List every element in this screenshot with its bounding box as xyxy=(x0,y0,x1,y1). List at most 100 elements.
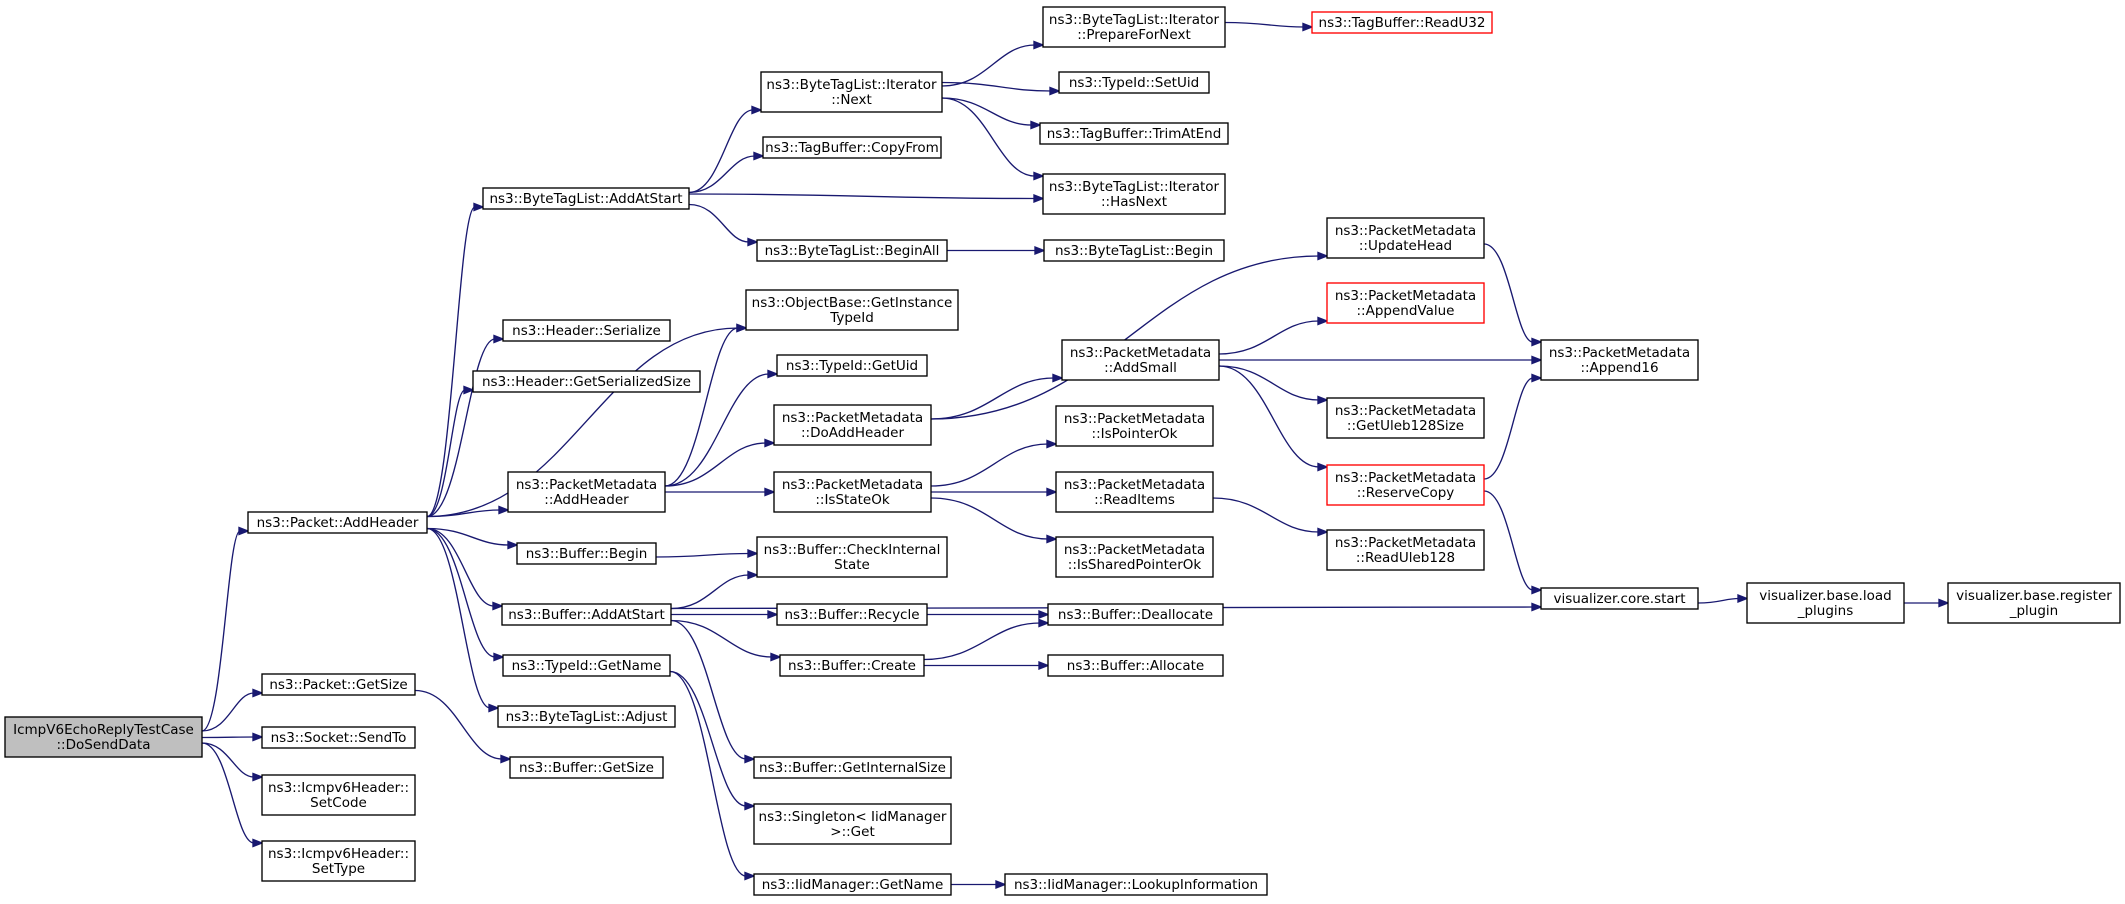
arrowhead-icon xyxy=(736,323,748,333)
node-vis-register-plugin[interactable]: visualizer.base.register_plugin xyxy=(1947,582,2121,624)
node-label: ns3::PacketMetadata xyxy=(1064,411,1205,427)
node-tb-copyfrom[interactable]: ns3::TagBuffer::CopyFrom xyxy=(762,136,942,159)
node-label: ::AddSmall xyxy=(1104,360,1177,376)
arrowhead-icon xyxy=(767,369,779,379)
node-icmp-settype[interactable]: ns3::Icmpv6Header::SetType xyxy=(261,840,416,882)
arrowhead-icon xyxy=(252,732,264,742)
edge-pkt-addheader-to-tid-getname xyxy=(426,527,505,662)
node-pm-issharedpointerok[interactable]: ns3::PacketMetadata::IsSharedPointerOk xyxy=(1055,536,1214,578)
node-label: ns3::TypeId::GetUid xyxy=(786,358,918,374)
node-box xyxy=(502,319,671,342)
edge-pm-isstateok-to-pm-issharedpointerok xyxy=(930,497,1058,544)
node-box xyxy=(1326,464,1485,506)
edge-btl-beginall-to-btl-begin xyxy=(946,246,1046,255)
edge-buf-addatstart-to-buf-checkinternal xyxy=(670,570,759,610)
node-sock-sendto[interactable]: ns3::Socket::SendTo xyxy=(261,726,416,749)
arrowhead-icon xyxy=(1033,194,1045,203)
arrowhead-icon xyxy=(744,801,756,811)
node-buf-recycle[interactable]: ns3::Buffer::Recycle xyxy=(776,603,928,626)
arrowhead-icon xyxy=(1531,355,1543,365)
node-iid-getname[interactable]: ns3::IidManager::GetName xyxy=(753,873,952,896)
edge-line xyxy=(426,338,496,518)
node-tb-trimatend[interactable]: ns3::TagBuffer::TrimAtEnd xyxy=(1039,122,1229,145)
node-label: ::IsPointerOk xyxy=(1092,426,1178,442)
edge-tid-getname-to-singleton-get xyxy=(669,670,756,811)
node-btl-addatstart[interactable]: ns3::ByteTagList::AddAtStart xyxy=(482,187,690,210)
node-buf-allocate[interactable]: ns3::Buffer::Allocate xyxy=(1047,654,1224,677)
edge-line xyxy=(930,377,1055,420)
node-buf-deallocate[interactable]: ns3::Buffer::Deallocate xyxy=(1047,603,1224,626)
edge-line xyxy=(669,670,747,877)
arrowhead-icon xyxy=(1046,534,1058,544)
node-iid-lookupinfo[interactable]: ns3::IidManager::LookupInformation xyxy=(1004,873,1268,896)
edge-line xyxy=(664,442,767,487)
node-pm-addheader[interactable]: ns3::PacketMetadata::AddHeader xyxy=(507,471,666,513)
arrowhead-icon xyxy=(500,754,512,764)
node-btli-preparefornext[interactable]: ns3::ByteTagList::Iterator::PrepareForNe… xyxy=(1042,6,1226,48)
node-tid-getname[interactable]: ns3::TypeId::GetName xyxy=(502,654,671,677)
node-buf-addatstart[interactable]: ns3::Buffer::AddAtStart xyxy=(501,603,672,626)
node-pm-readuleb[interactable]: ns3::PacketMetadata::ReadUleb128 xyxy=(1326,529,1485,571)
node-label: ns3::PacketMetadata xyxy=(1335,470,1476,486)
node-label: ns3::TypeId::SetUid xyxy=(1069,75,1199,91)
node-label: ns3::Buffer::GetInternalSize xyxy=(759,760,946,776)
node-singleton-get[interactable]: ns3::Singleton< IidManager>::Get xyxy=(753,803,952,845)
arrowhead-icon xyxy=(493,652,505,662)
node-label: ns3::PacketMetadata xyxy=(1335,223,1476,239)
node-label: ns3::ByteTagList::BeginAll xyxy=(765,243,940,259)
edge-iid-getname-to-iid-lookupinfo xyxy=(951,880,1007,889)
node-icmp-setcode[interactable]: ns3::Icmpv6Header::SetCode xyxy=(261,774,416,816)
edge-line xyxy=(1483,490,1534,591)
node-pm-updatehead[interactable]: ns3::PacketMetadata::UpdateHead xyxy=(1326,217,1485,259)
node-label: ::AppendValue xyxy=(1357,303,1455,319)
node-btli-next[interactable]: ns3::ByteTagList::Iterator::Next xyxy=(760,71,943,113)
node-btl-adjust[interactable]: ns3::ByteTagList::Adjust xyxy=(497,705,676,728)
node-hdr-getser[interactable]: ns3::Header::GetSerializedSize xyxy=(472,370,701,393)
node-btl-beginall[interactable]: ns3::ByteTagList::BeginAll xyxy=(756,239,948,262)
node-pkt-addheader[interactable]: ns3::Packet::AddHeader xyxy=(247,511,428,534)
node-pm-readitems[interactable]: ns3::PacketMetadata::ReadItems xyxy=(1055,471,1214,513)
node-label: ::AddHeader xyxy=(544,492,629,508)
node-label: ::GetUleb128Size xyxy=(1347,418,1464,434)
node-btli-hasnext[interactable]: ns3::ByteTagList::Iterator::HasNext xyxy=(1042,173,1226,215)
node-pm-isstateok[interactable]: ns3::PacketMetadata::IsStateOk xyxy=(773,471,932,513)
node-label: ::ReserveCopy xyxy=(1357,485,1455,501)
node-pm-getuleb[interactable]: ns3::PacketMetadata::GetUleb128Size xyxy=(1326,397,1485,439)
node-btl-begin[interactable]: ns3::ByteTagList::Begin xyxy=(1043,239,1225,262)
edge-root-to-pkt-addheader xyxy=(201,526,250,732)
node-box xyxy=(516,542,657,565)
node-tb-readu32[interactable]: ns3::TagBuffer::ReadU32 xyxy=(1311,11,1493,34)
node-tid-getuid[interactable]: ns3::TypeId::GetUid xyxy=(776,354,928,377)
arrowhead-icon xyxy=(498,505,510,515)
node-root[interactable]: IcmpV6EchoReplyTestCase::DoSendData xyxy=(4,716,203,758)
edge-line xyxy=(941,44,1036,87)
arrowhead-icon xyxy=(1317,527,1329,537)
node-buf-create[interactable]: ns3::Buffer::Create xyxy=(779,654,925,677)
node-pm-appendvalue[interactable]: ns3::PacketMetadata::AppendValue xyxy=(1326,282,1485,324)
node-tid-setuid[interactable]: ns3::TypeId::SetUid xyxy=(1058,71,1210,94)
node-pm-doaddheader[interactable]: ns3::PacketMetadata::DoAddHeader xyxy=(773,404,932,446)
arrowhead-icon xyxy=(492,601,504,611)
edge-pm-addsmall-to-pm-append16 xyxy=(1219,355,1543,365)
edge-pkt-addheader-to-pm-addheader xyxy=(426,505,510,518)
edge-pm-addheader-to-tid-getuid xyxy=(664,369,779,487)
node-vis-load-plugins[interactable]: visualizer.base.load_plugins xyxy=(1746,582,1905,624)
arrowhead-icon xyxy=(747,237,759,247)
node-label: ns3::PacketMetadata xyxy=(782,477,923,493)
node-pm-ispointerok[interactable]: ns3::PacketMetadata::IsPointerOk xyxy=(1055,405,1214,447)
node-pm-addsmall[interactable]: ns3::PacketMetadata::AddSmall xyxy=(1061,339,1220,381)
node-buf-begin[interactable]: ns3::Buffer::Begin xyxy=(516,542,657,565)
node-buf-getinternalsize[interactable]: ns3::Buffer::GetInternalSize xyxy=(753,756,952,779)
edge-btl-addatstart-to-btl-beginall xyxy=(688,203,759,247)
edge-line xyxy=(669,670,747,807)
node-pm-append16[interactable]: ns3::PacketMetadata::Append16 xyxy=(1540,339,1699,381)
node-pkt-getsize[interactable]: ns3::Packet::GetSize xyxy=(261,673,416,696)
node-box xyxy=(501,603,672,626)
node-buf-getsize[interactable]: ns3::Buffer::GetSize xyxy=(509,756,664,779)
node-vis-core-start[interactable]: visualizer.core.start xyxy=(1540,587,1699,610)
node-pm-reservecopy[interactable]: ns3::PacketMetadata::ReserveCopy xyxy=(1326,464,1485,506)
arrowhead-icon xyxy=(1033,40,1045,50)
node-hdr-serialize[interactable]: ns3::Header::Serialize xyxy=(502,319,671,342)
